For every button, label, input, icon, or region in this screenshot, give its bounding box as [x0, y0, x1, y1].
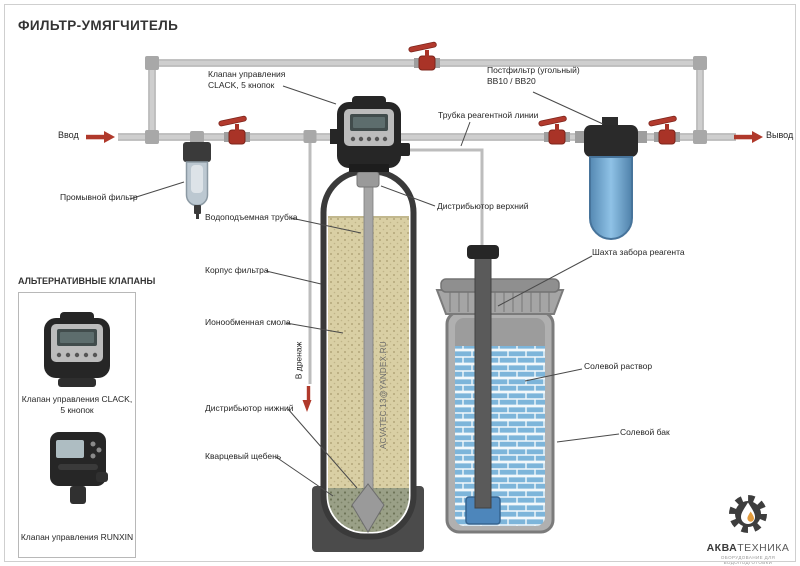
page-title: ФИЛЬТР-УМЯГЧИТЕЛЬ [18, 18, 179, 33]
sidebar-runxin-valve-image [50, 432, 108, 504]
brand-name-bold: АКВА [706, 542, 738, 554]
label-control-valve: Клапан управления CLACK, 5 кнопок [208, 69, 286, 91]
label-salt-solution: Солевой раствор [584, 361, 653, 371]
brand-name-light: ТЕХНИКА [737, 542, 790, 554]
watermark-text: ACVATEC.13@YANDEX.RU [379, 341, 388, 449]
salt-solution-fill [455, 346, 545, 526]
reagent-tube [399, 148, 484, 250]
label-lower-distributor: Дистрибьютор нижний [205, 403, 294, 413]
lower-distributor-graphic [351, 483, 385, 533]
pipe-fittings [145, 56, 707, 144]
pre-filter-graphic [183, 142, 211, 219]
brine-well-graphic [474, 255, 492, 509]
ball-valve-before-postfilter [538, 115, 570, 145]
drain-label: В дренаж [293, 341, 304, 380]
label-riser-tube: Водоподъемная трубка [205, 212, 298, 222]
brand-tagline: ОБОРУДОВАНИЕ ДЛЯ ВОДОПОДГОТОВКИ [720, 555, 776, 565]
label-post-filter: Постфильтр (угольный) BB10 / BB20 [487, 65, 580, 87]
leader-lines [129, 85, 620, 497]
ball-valve-inlet [218, 115, 250, 145]
upper-distributor-graphic [356, 171, 380, 188]
label-ion-exchange-resin: Ионообменная смола [205, 317, 291, 327]
label-salt-tank: Солевой бак [620, 427, 670, 437]
filter-tank-graphic [320, 168, 417, 540]
riser-tube-graphic [363, 171, 374, 497]
alt-valves-box [18, 292, 136, 558]
post-filter-graphic [575, 117, 647, 240]
label-filter-body: Корпус фильтра [205, 265, 269, 275]
alt-valves-heading: АЛЬТЕРНАТИВНЫЕ КЛАПАНЫ [18, 276, 156, 286]
control-valve-graphic [330, 96, 410, 172]
brand-name: АКВАТЕХНИКА [700, 542, 796, 554]
drain-arrow [306, 386, 311, 400]
ball-valve-bypass [408, 41, 440, 71]
inlet-label: Ввод [58, 130, 79, 140]
label-upper-distributor: Дистрибьютор верхний [437, 201, 529, 211]
brine-tank-graphic [435, 245, 565, 534]
ball-valve-outlet [648, 115, 680, 145]
sidebar-clack-valve-image [44, 312, 110, 387]
label-quartz-gravel: Кварцевый щебень [205, 451, 282, 461]
brand-logo: АКВАТЕХНИКА ОБОРУДОВАНИЕ ДЛЯ ВОДОПОДГОТО… [700, 492, 796, 565]
flow-arrows [86, 131, 763, 412]
alt-valve-caption-runxin: Клапан управления RUNXIN [20, 532, 134, 542]
label-reagent-line-tube: Трубка реагентной линии [438, 110, 539, 120]
gear-water-drop-icon [729, 495, 767, 533]
alt-valve-caption-clack: Клапан управления CLACK, 5 кнопок [21, 394, 133, 416]
outlet-label: Вывод [766, 130, 794, 140]
valve-buttons [350, 136, 388, 142]
label-wash-filter: Промывной фильтр [60, 192, 138, 202]
label-reagent-intake-shaft: Шахта забора реагента [592, 247, 685, 257]
brine-well-cap [467, 245, 499, 259]
